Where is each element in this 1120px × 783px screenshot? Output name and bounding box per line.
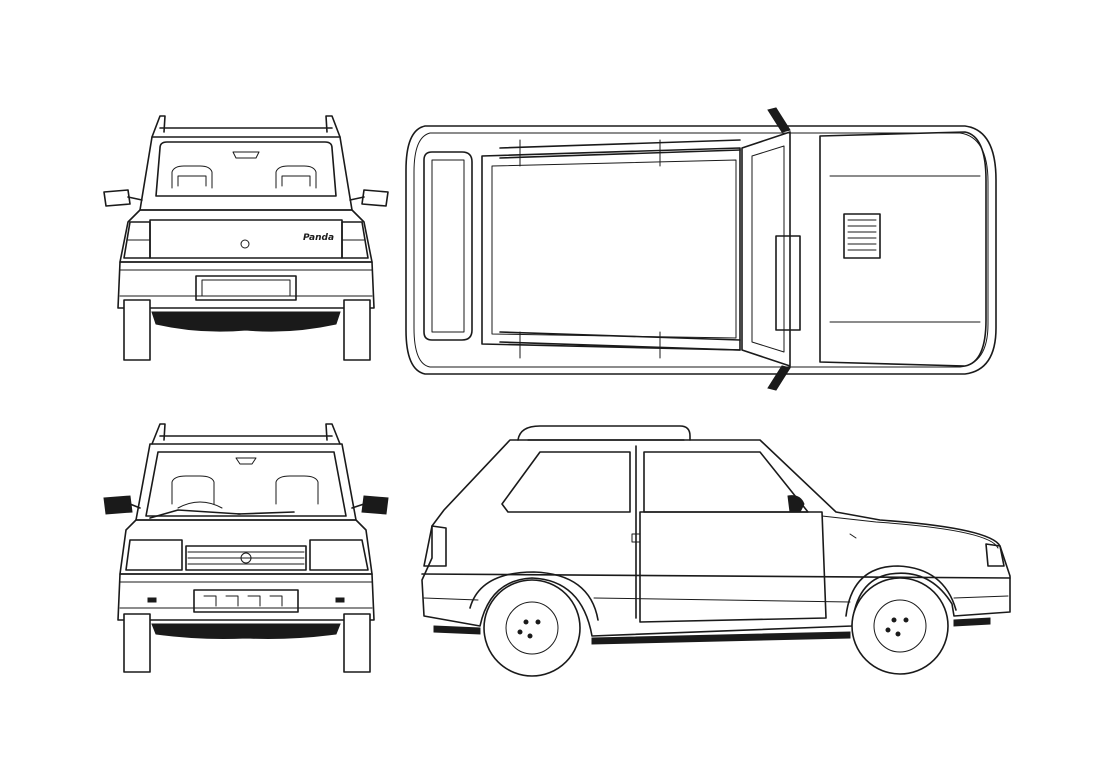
rear-badge: Panda: [303, 233, 334, 243]
side-view: [422, 426, 1010, 676]
top-view: [406, 108, 996, 390]
rear-view: Panda: [104, 116, 388, 360]
front-view: [104, 424, 388, 672]
